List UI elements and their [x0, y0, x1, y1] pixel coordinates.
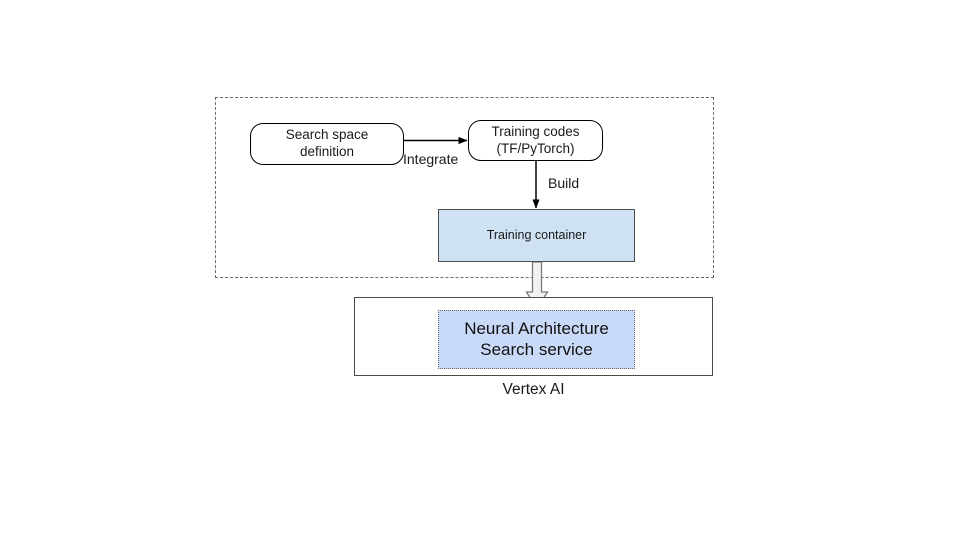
- caption-vertex-ai: Vertex AI: [502, 381, 565, 398]
- dashed-group-container: [215, 97, 714, 278]
- node-training-codes-line2: (TF/PyTorch): [496, 140, 575, 156]
- node-training-codes-line1: Training codes: [491, 123, 580, 139]
- node-training-codes[interactable]: Training codes (TF/PyTorch): [468, 120, 603, 161]
- node-search-space-line1: Search space: [285, 127, 369, 143]
- node-training-container-label: Training container: [486, 228, 587, 243]
- node-nas-service-line2: Search service: [480, 339, 593, 359]
- node-neural-architecture-search-service[interactable]: Neural Architecture Search service: [438, 310, 635, 369]
- node-training-container[interactable]: Training container: [438, 209, 635, 262]
- node-search-space-line2: definition: [299, 144, 355, 159]
- edge-label-build: Build: [548, 175, 580, 191]
- edge-label-integrate: Integrate: [403, 151, 459, 167]
- node-nas-service-line1: Neural Architecture: [464, 318, 609, 338]
- node-search-space-definition[interactable]: Search space definition: [250, 123, 404, 165]
